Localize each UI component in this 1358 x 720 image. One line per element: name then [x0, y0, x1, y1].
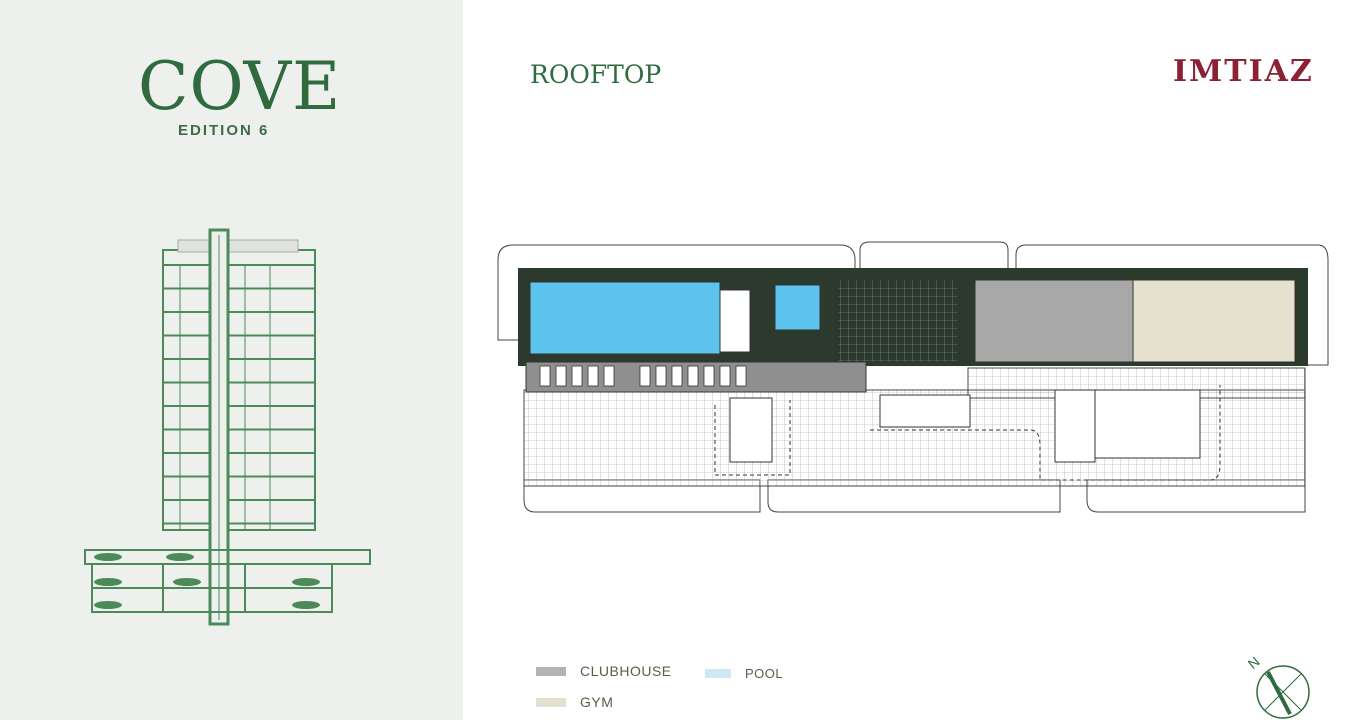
- gym-area: [1132, 279, 1296, 363]
- gym-swatch: [536, 697, 566, 707]
- clubhouse-area: [974, 279, 1134, 363]
- imtiaz-logo: IMTIAZ: [1173, 54, 1314, 89]
- legend-label: POOL: [745, 666, 784, 681]
- sun-loungers: [539, 365, 747, 387]
- parked-cars: [94, 553, 320, 609]
- stair-core-1: [729, 397, 773, 463]
- floor-title: ROOFTOP: [530, 60, 662, 89]
- legend-gym: GYM: [536, 694, 613, 710]
- pool-swatch: [705, 669, 731, 678]
- legend-label: CLUBHOUSE: [580, 663, 672, 679]
- legend-pool: POOL: [705, 666, 783, 681]
- clubhouse-swatch: [536, 666, 566, 676]
- plunge-pool: [774, 284, 821, 331]
- project-edition: EDITION 6: [178, 122, 270, 139]
- building-elevation: [84, 228, 371, 626]
- elevator-core: [879, 394, 971, 428]
- stair-core-2: [1054, 389, 1096, 463]
- pool: [529, 281, 721, 355]
- project-name: COVE: [138, 48, 342, 125]
- restrooms: [1094, 389, 1201, 459]
- legend-clubhouse: CLUBHOUSE: [536, 663, 672, 679]
- legend-label: GYM: [580, 694, 614, 710]
